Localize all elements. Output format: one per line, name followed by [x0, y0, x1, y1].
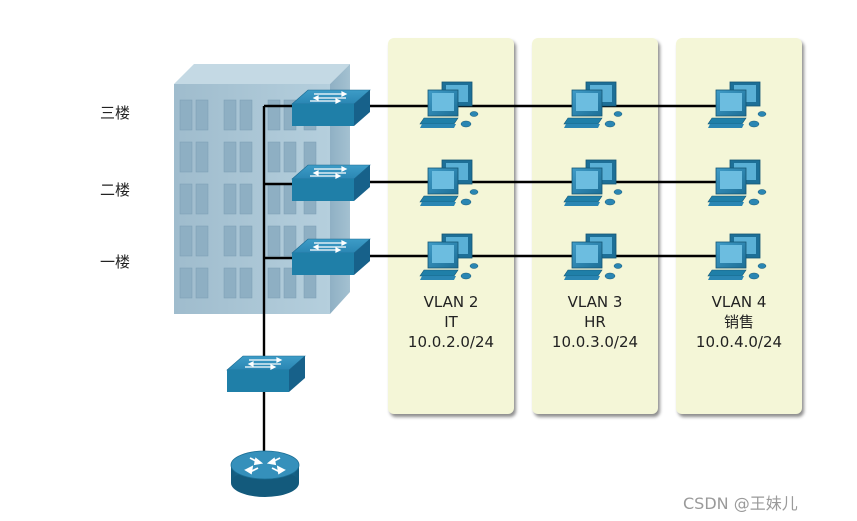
building-window: [267, 99, 281, 131]
pc-icon: [707, 81, 767, 129]
vlan-dept: 销售: [723, 313, 754, 331]
floor-3-switch-icon: [291, 89, 371, 127]
vlan-dept: IT: [444, 313, 458, 331]
vlan-3-caption: VLAN 3 HR 10.0.3.0/24: [532, 292, 658, 352]
floor-1-label: 一楼: [100, 253, 131, 271]
building-window: [223, 99, 237, 131]
building-window: [239, 225, 253, 257]
building-window: [267, 141, 281, 173]
building-window: [179, 225, 193, 257]
building-window: [195, 183, 209, 215]
building-window: [179, 141, 193, 173]
building-window: [179, 267, 193, 299]
vlan-2-caption: VLAN 2 IT 10.0.2.0/24: [388, 292, 514, 352]
building-window: [239, 141, 253, 173]
building-window: [283, 225, 297, 257]
vlan-subnet: 10.0.2.0/24: [407, 333, 495, 351]
building-window: [179, 183, 193, 215]
building-window: [195, 267, 209, 299]
building-window: [223, 141, 237, 173]
floor-3-label: 三楼: [100, 104, 131, 122]
building-window: [239, 99, 253, 131]
pc-icon: [707, 233, 767, 281]
pc-icon: [707, 159, 767, 207]
building-window: [283, 141, 297, 173]
building-window: [283, 267, 297, 299]
building-window: [267, 183, 281, 215]
vlan-name: VLAN 2: [423, 293, 479, 311]
pc-icon: [563, 233, 623, 281]
pc-icon: [419, 81, 479, 129]
vlan-4-caption: VLAN 4 销售 10.0.4.0/24: [676, 292, 802, 352]
building-window: [223, 225, 237, 257]
building-window: [195, 99, 209, 131]
building-window: [239, 267, 253, 299]
building-window: [223, 183, 237, 215]
floor-2-label: 二楼: [100, 181, 131, 199]
router-icon: [230, 450, 300, 497]
building-window: [195, 141, 209, 173]
vlan-subnet: 10.0.4.0/24: [695, 333, 783, 351]
pc-icon: [419, 159, 479, 207]
pc-icon: [563, 159, 623, 207]
building-window: [223, 267, 237, 299]
vlan-name: VLAN 4: [711, 293, 767, 311]
pc-icon: [563, 81, 623, 129]
floor-2-switch-icon: [291, 164, 371, 202]
pc-icon: [419, 233, 479, 281]
building-window: [239, 183, 253, 215]
building-window: [267, 267, 281, 299]
building-window: [267, 225, 281, 257]
building-window: [195, 225, 209, 257]
core-switch-icon: [226, 355, 306, 393]
cables: [262, 104, 735, 458]
vlan-name: VLAN 3: [567, 293, 623, 311]
vlan-dept: HR: [584, 313, 606, 331]
building-window: [179, 99, 193, 131]
vlan-subnet: 10.0.3.0/24: [551, 333, 639, 351]
floor-1-switch-icon: [291, 238, 371, 276]
watermark: CSDN @王妹儿: [683, 494, 798, 513]
